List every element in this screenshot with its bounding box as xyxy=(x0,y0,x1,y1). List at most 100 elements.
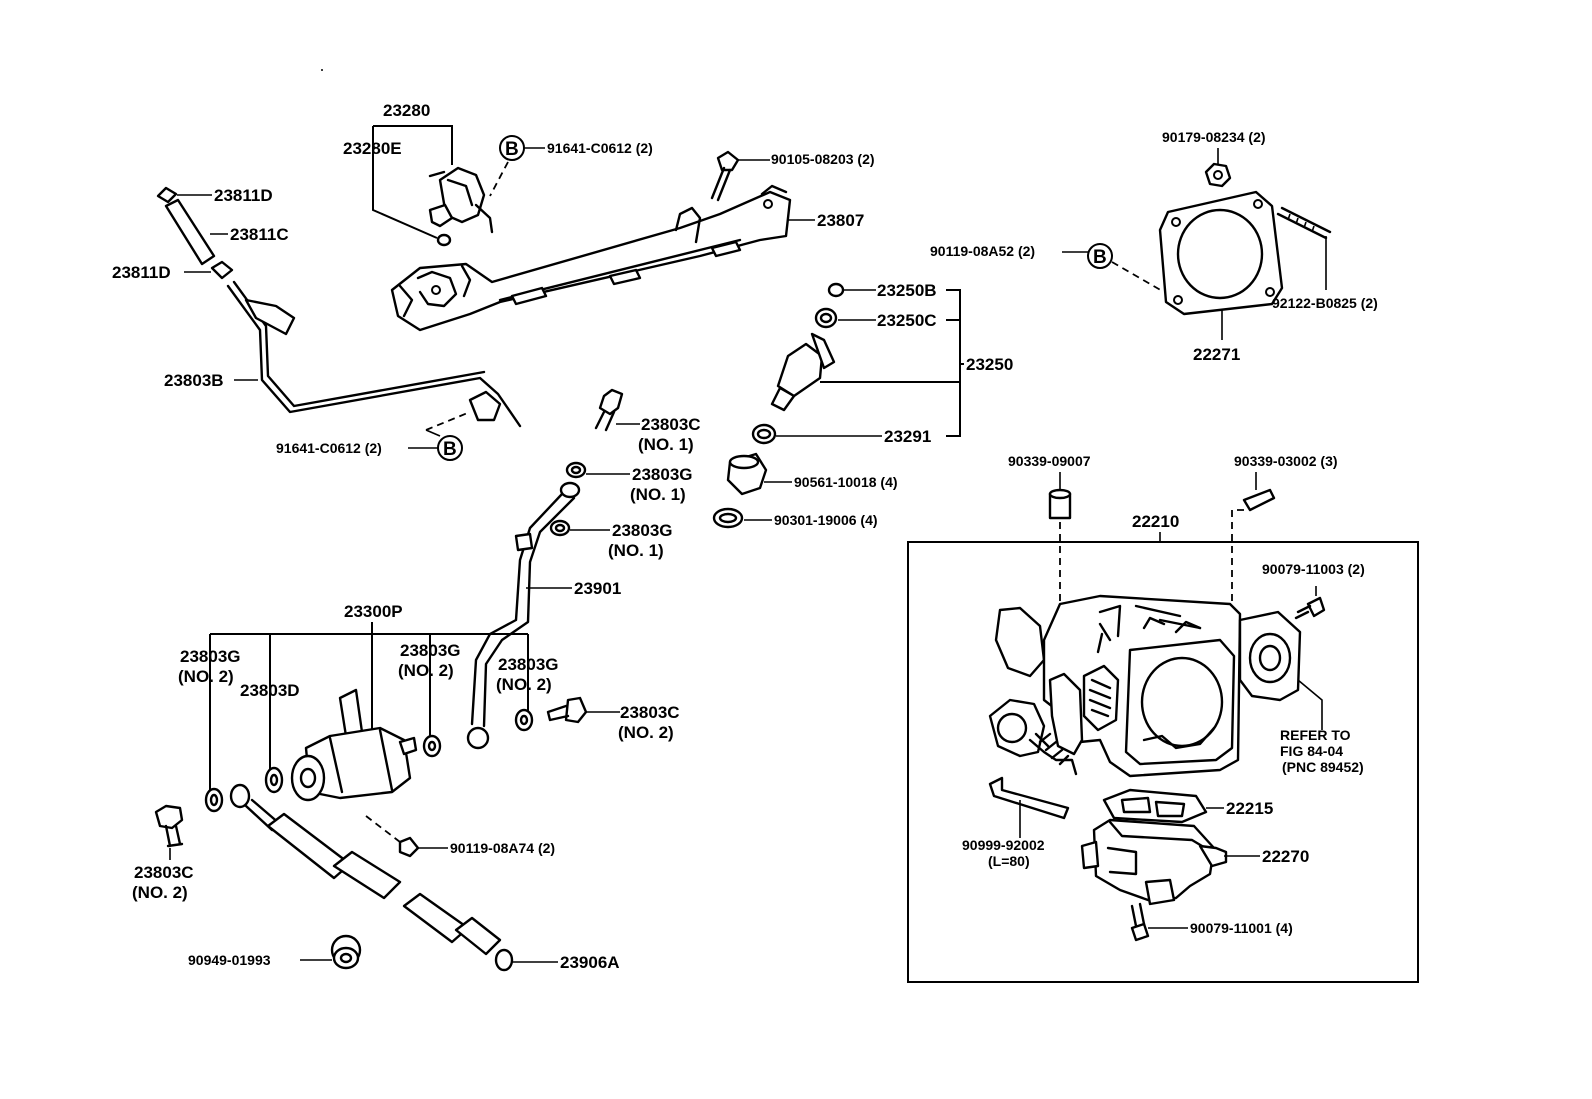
label-90105-08203: 90105-08203 (2) xyxy=(771,151,875,167)
gasket-23803g-no1-lower xyxy=(549,519,571,537)
screw-90079-11001 xyxy=(1130,902,1150,942)
insulator-90561 xyxy=(726,452,768,496)
hose-clamp-23811d-top xyxy=(156,186,178,204)
label-23803D: 23803D xyxy=(240,681,300,700)
label-23803G-no1-lower-sub: (NO. 1) xyxy=(608,541,664,560)
o-ring-23291 xyxy=(751,423,777,445)
label-23807: 23807 xyxy=(817,211,864,230)
label-22215: 22215 xyxy=(1226,799,1273,818)
label-pnc-89452: (PNC 89452) xyxy=(1282,759,1364,775)
label-23803G-no2-mid: 23803G xyxy=(400,641,461,660)
bolt-90119-a74 xyxy=(398,836,420,858)
union-bolt-23803c-no2-right xyxy=(546,696,588,724)
plug-90339-03002 xyxy=(1242,488,1276,512)
gasket-23803g-no2-b xyxy=(422,734,442,758)
label-23803G-no2-left: 23803G xyxy=(180,647,241,666)
fuel-hose-23906a xyxy=(229,783,514,972)
fuel-return-pipe-23803b xyxy=(226,280,522,428)
label-23803C-no1-sub: (NO. 1) xyxy=(638,435,694,454)
label-90561-10018: 90561-10018 (4) xyxy=(794,474,898,490)
label-23803G-no1-lower: 23803G xyxy=(612,521,673,540)
label-23906A: 23906A xyxy=(560,953,620,972)
label-22210: 22210 xyxy=(1132,512,1179,531)
throttle-body-group-box xyxy=(907,541,1419,983)
label-23803G-no2-right: 23803G xyxy=(498,655,559,674)
throttle-gasket-22271 xyxy=(1158,190,1284,316)
svg-text:B: B xyxy=(1093,247,1107,268)
label-23803C-no2-left: 23803C xyxy=(134,863,194,882)
throttle-body-22210 xyxy=(988,594,1302,778)
label-23300P: 23300P xyxy=(344,602,403,621)
label-23811D-bottom: 23811D xyxy=(112,263,171,282)
label-90999-92002: 90999-92002 xyxy=(962,837,1045,853)
label-23803G-no2-right-sub: (NO. 2) xyxy=(496,675,552,694)
label-23811C: 23811C xyxy=(230,225,289,244)
label-23280E: 23280E xyxy=(343,139,402,158)
plug-90339-09007 xyxy=(1048,488,1072,520)
screw-90079-11003 xyxy=(1294,596,1326,620)
o-ring-90301 xyxy=(712,507,744,529)
label-refer-to: REFER TO xyxy=(1280,727,1351,743)
label-23250B: 23250B xyxy=(877,281,937,300)
speck xyxy=(321,69,323,71)
injector-cushion-23250c xyxy=(814,307,838,329)
reference-b-circle-top: B xyxy=(499,135,525,161)
label-fig-84-04: FIG 84-04 xyxy=(1280,743,1343,759)
reference-b-circle-gasket: B xyxy=(1087,243,1113,269)
svg-text:B: B xyxy=(505,139,519,160)
label-90949-01993: 90949-01993 xyxy=(188,952,271,968)
fuel-delivery-pipe-23807 xyxy=(390,184,792,332)
label-90079-11001: 90079-11001 (4) xyxy=(1190,920,1293,936)
label-23803C-no2-left-sub: (NO. 2) xyxy=(132,883,188,902)
label-23803B: 23803B xyxy=(164,371,224,390)
label-90999-92002-sub: (L=80) xyxy=(988,853,1030,869)
nut-90179 xyxy=(1204,162,1232,188)
idle-air-control-valve-22270 xyxy=(1080,818,1228,906)
fuel-hose-23901 xyxy=(466,481,581,750)
label-23803C-no2-right-sub: (NO. 2) xyxy=(618,723,674,742)
clip-23803d xyxy=(264,766,284,794)
label-91641-c0612-bottom: 91641-C0612 (2) xyxy=(276,440,382,456)
gasket-23803g-no1-upper xyxy=(565,461,587,479)
bolt-90105 xyxy=(710,150,740,202)
union-bolt-23803c-no1 xyxy=(594,388,624,432)
label-23803G-no2-left-sub: (NO. 2) xyxy=(178,667,234,686)
label-90339-09007: 90339-09007 xyxy=(1008,453,1091,469)
label-23803C-no1: 23803C xyxy=(641,415,701,434)
gasket-23803g-no2-c xyxy=(514,708,534,732)
label-23250C: 23250C xyxy=(877,311,937,330)
fuel-hose-23811c xyxy=(164,198,216,266)
pulsation-damper-23300p xyxy=(290,688,418,802)
label-23803G-no1-upper: 23803G xyxy=(632,465,693,484)
label-23803G-no2-mid-sub: (NO. 2) xyxy=(398,661,454,680)
label-90339-03002: 90339-03002 (3) xyxy=(1234,453,1338,469)
label-90119-08a52: 90119-08A52 (2) xyxy=(930,243,1035,259)
gasket-23803g-no2-a xyxy=(204,787,224,813)
label-22271: 22271 xyxy=(1193,345,1240,364)
hose-90999-92002 xyxy=(988,776,1070,820)
label-23250: 23250 xyxy=(966,355,1013,374)
hose-clamp-23811d-bottom xyxy=(210,260,234,280)
gasket-22215 xyxy=(1102,788,1208,824)
label-91641-c0612-top: 91641-C0612 (2) xyxy=(547,140,653,156)
label-90119-08a74: 90119-08A74 (2) xyxy=(450,840,555,856)
label-23811D-top: 23811D xyxy=(214,186,273,205)
label-90079-11003: 90079-11003 (2) xyxy=(1262,561,1365,577)
reference-b-circle-bottom: B xyxy=(437,435,463,461)
injector-seal-23250b xyxy=(827,282,845,298)
label-23291: 23291 xyxy=(884,427,931,446)
clamp-90949 xyxy=(330,934,362,970)
stud-92122 xyxy=(1276,206,1332,240)
label-22270: 22270 xyxy=(1262,847,1309,866)
fuel-injector-23250 xyxy=(770,332,836,412)
svg-text:B: B xyxy=(443,439,457,460)
label-90301-19006: 90301-19006 (4) xyxy=(774,512,878,528)
label-23901: 23901 xyxy=(574,579,621,598)
pressure-regulator-23280 xyxy=(428,166,494,247)
label-23803C-no2-right: 23803C xyxy=(620,703,680,722)
label-23803G-no1-upper-sub: (NO. 1) xyxy=(630,485,686,504)
label-92122-b0825: 92122-B0825 (2) xyxy=(1272,295,1378,311)
label-23280: 23280 xyxy=(383,101,430,120)
union-bolt-23803c-no2-left xyxy=(154,804,184,848)
